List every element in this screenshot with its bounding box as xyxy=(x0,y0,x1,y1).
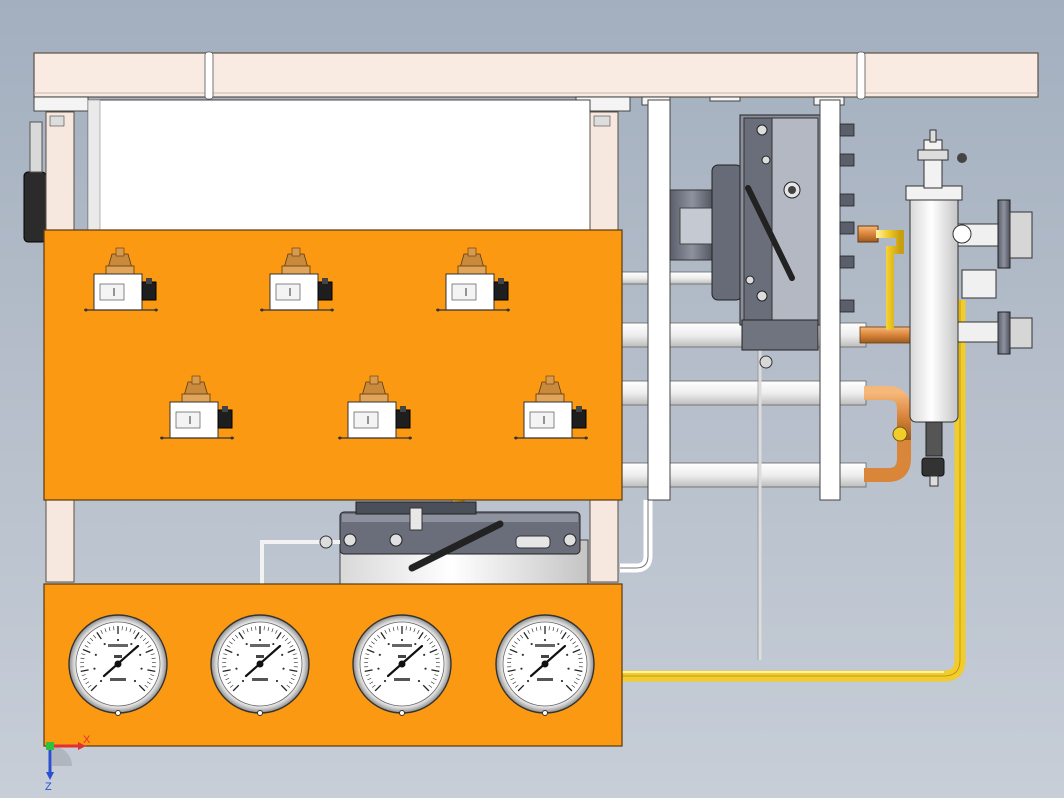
x-axis-label: X xyxy=(83,734,91,746)
lower-pump xyxy=(260,501,590,585)
pressure-switch-icon xyxy=(436,247,510,312)
z-axis-label: Z xyxy=(45,781,52,793)
pressure-switch-icon xyxy=(260,247,334,312)
pressure-gauge-icon xyxy=(68,614,168,716)
separator-vessel xyxy=(905,129,1033,487)
pressure-switch-icon xyxy=(514,375,588,440)
rear-tank xyxy=(87,99,591,233)
pressure-gauge-icon xyxy=(495,614,595,716)
pump-coupling xyxy=(669,114,821,369)
pressure-switch-icon xyxy=(338,375,412,440)
copper-fittings xyxy=(857,225,913,482)
frame-post-right-a xyxy=(647,99,671,501)
pressure-gauge-icon xyxy=(210,614,310,716)
frame-post-right-b xyxy=(819,99,855,501)
pressure-switch-icon xyxy=(84,247,158,312)
pressure-switch-icon xyxy=(160,375,234,440)
coordinate-triad xyxy=(46,742,86,780)
motor-junction-box xyxy=(23,121,47,243)
pressure-gauge-icon xyxy=(352,614,452,716)
